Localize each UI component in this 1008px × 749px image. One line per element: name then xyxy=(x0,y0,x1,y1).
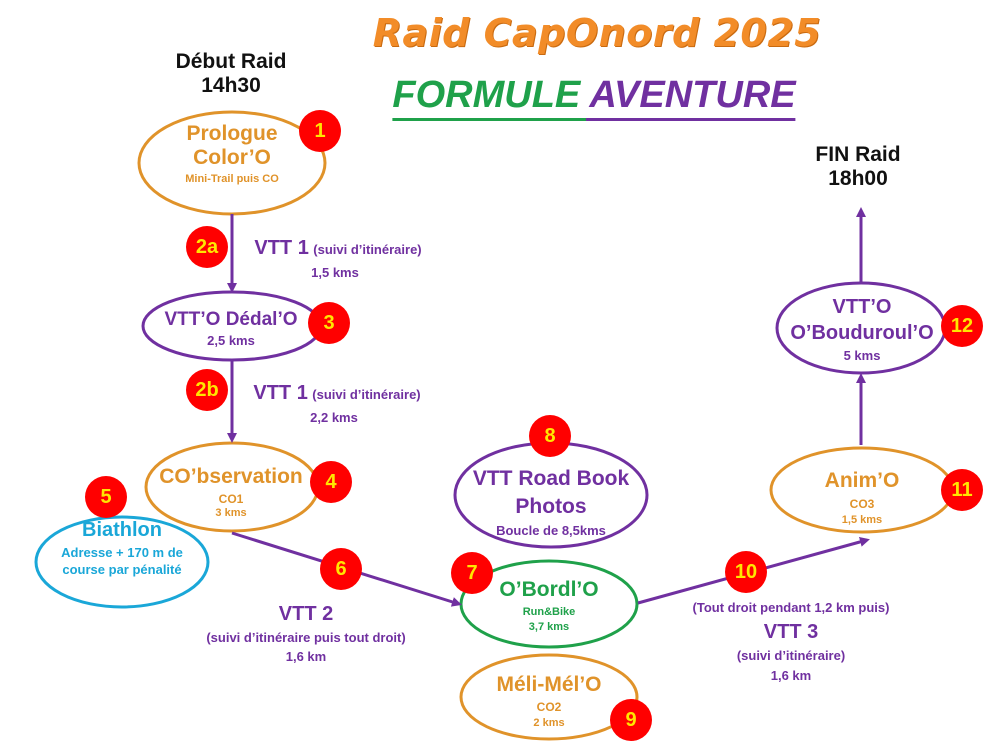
node-melimelo-dist: 2 kms xyxy=(533,716,565,729)
node-biathlon-shape xyxy=(34,515,210,609)
node-biathlon-name: Biathlon xyxy=(82,519,162,541)
node-bouduroulo-dist: 5 kms xyxy=(843,348,881,363)
edge-6-paren: (suivi d’itinéraire puis tout droit) xyxy=(206,630,406,645)
badge-2b: 2b xyxy=(186,369,228,411)
edge-10-main: VTT 3 xyxy=(763,620,819,643)
edge-2b-paren: (suivi d’itinéraire) xyxy=(312,387,421,402)
aventure-word: AVENTURE xyxy=(589,74,796,116)
start-line1: Début Raid xyxy=(175,50,287,73)
badge-8: 8 xyxy=(529,415,571,457)
node-obordlo: O’Bordl’O Run&Bike 3,7 kms xyxy=(499,578,598,633)
node-observation-dist: 3 kms xyxy=(215,506,247,519)
edge-2a-paren: (suivi d’itinéraire) xyxy=(313,242,422,257)
end-line1: FIN Raid xyxy=(815,143,901,166)
node-melimelo-shape xyxy=(459,653,639,741)
node-melimelo-type: CO2 xyxy=(536,700,562,715)
node-animo-dist: 1,5 kms xyxy=(841,513,883,526)
node-prologue: Prologue Color’O Mini-Trail puis CO xyxy=(185,122,279,186)
node-biathlon: Biathlon Adresse + 170 m de course par p… xyxy=(61,519,183,578)
edge-2b-label: VTT 1 (suivi d’itinéraire) 2,2 kms xyxy=(253,382,420,426)
node-observation: CO’bservation CO1 3 kms xyxy=(159,465,303,520)
edge-10-paren: (suivi d’itinéraire) xyxy=(736,647,846,663)
formule-heading: FORMULE AVENTURE xyxy=(392,74,796,121)
edge-10-label: (Tout droit pendant 1,2 km puis) VTT 3 (… xyxy=(692,600,890,684)
node-roadbook: VTT Road Book Photos Boucle de 8,5kms xyxy=(473,467,629,539)
node-melimelo-name: Méli-Mél’O xyxy=(496,673,602,696)
badge-9: 9 xyxy=(610,699,652,741)
badge-4: 4 xyxy=(310,461,352,503)
edge-10-dist: 1,6 km xyxy=(770,667,812,683)
edge-6-label: VTT 2 (suivi d’itinéraire puis tout droi… xyxy=(206,603,405,665)
node-roadbook-detail: Boucle de 8,5kms xyxy=(496,523,606,539)
node-bouduroulo-name: VTT’O xyxy=(832,296,892,318)
badge-7: 7 xyxy=(451,552,493,594)
node-biathlon-detail2: course par pénalité xyxy=(62,561,182,577)
formule-word: FORMULE xyxy=(392,74,590,116)
node-bouduroulo: VTT’O O’Bouduroul’O 5 kms xyxy=(790,296,933,364)
node-obordlo-name: O’Bordl’O xyxy=(499,578,599,601)
node-bouduroulo-name2: O’Bouduroul’O xyxy=(790,322,934,344)
badge-12: 12 xyxy=(941,305,983,347)
node-dedalo: VTT’O Dédal’O 2,5 kms xyxy=(164,309,297,349)
node-melimelo: Méli-Mél’O CO2 2 kms xyxy=(496,673,601,730)
node-obordlo-dist: 3,7 kms xyxy=(528,620,570,633)
node-prologue-name: Prologue xyxy=(186,122,278,145)
edge-2b-main: VTT 1 xyxy=(253,382,308,404)
end-time: 18h00 xyxy=(828,167,888,191)
node-biathlon-detail1: Adresse + 170 m de xyxy=(61,545,183,560)
node-obordlo-type: Run&Bike xyxy=(522,606,576,619)
start-time: 14h30 xyxy=(201,74,261,98)
node-prologue-detail: Mini-Trail puis CO xyxy=(185,173,279,186)
node-dedalo-dist: 2,5 kms xyxy=(207,332,255,348)
edge-2a-dist: 1,5 kms xyxy=(311,265,359,280)
edge-2a-main: VTT 1 xyxy=(254,237,309,259)
badge-1: 1 xyxy=(299,110,341,152)
node-animo-type: CO3 xyxy=(849,497,875,512)
badge-11: 11 xyxy=(941,469,983,511)
badge-10: 10 xyxy=(725,551,767,593)
edge-6-main: VTT 2 xyxy=(278,603,334,625)
node-animo-name: Anim’O xyxy=(824,469,900,492)
node-roadbook-name: VTT Road Book xyxy=(472,467,630,490)
edge-2b-dist: 2,2 kms xyxy=(310,410,358,425)
badge-6: 6 xyxy=(320,548,362,590)
main-title: Raid CapOnord 2025 xyxy=(372,11,822,55)
edge-10-pre: (Tout droit pendant 1,2 km puis) xyxy=(692,600,890,615)
node-prologue-name2: Color’O xyxy=(193,146,271,170)
node-dedalo-name: VTT’O Dédal’O xyxy=(164,309,298,330)
badge-2a: 2a xyxy=(186,226,228,268)
node-animo: Anim’O CO3 1,5 kms xyxy=(825,469,900,527)
edge-2a-label: VTT 1 (suivi d’itinéraire) 1,5 kms xyxy=(254,237,421,281)
node-observation-name: CO’bservation xyxy=(159,465,303,488)
node-observation-type: CO1 xyxy=(218,492,244,507)
badge-3: 3 xyxy=(308,302,350,344)
node-roadbook-name2: Photos xyxy=(515,495,587,519)
badge-5: 5 xyxy=(85,476,127,518)
edge-6-dist: 1,6 km xyxy=(285,648,327,664)
